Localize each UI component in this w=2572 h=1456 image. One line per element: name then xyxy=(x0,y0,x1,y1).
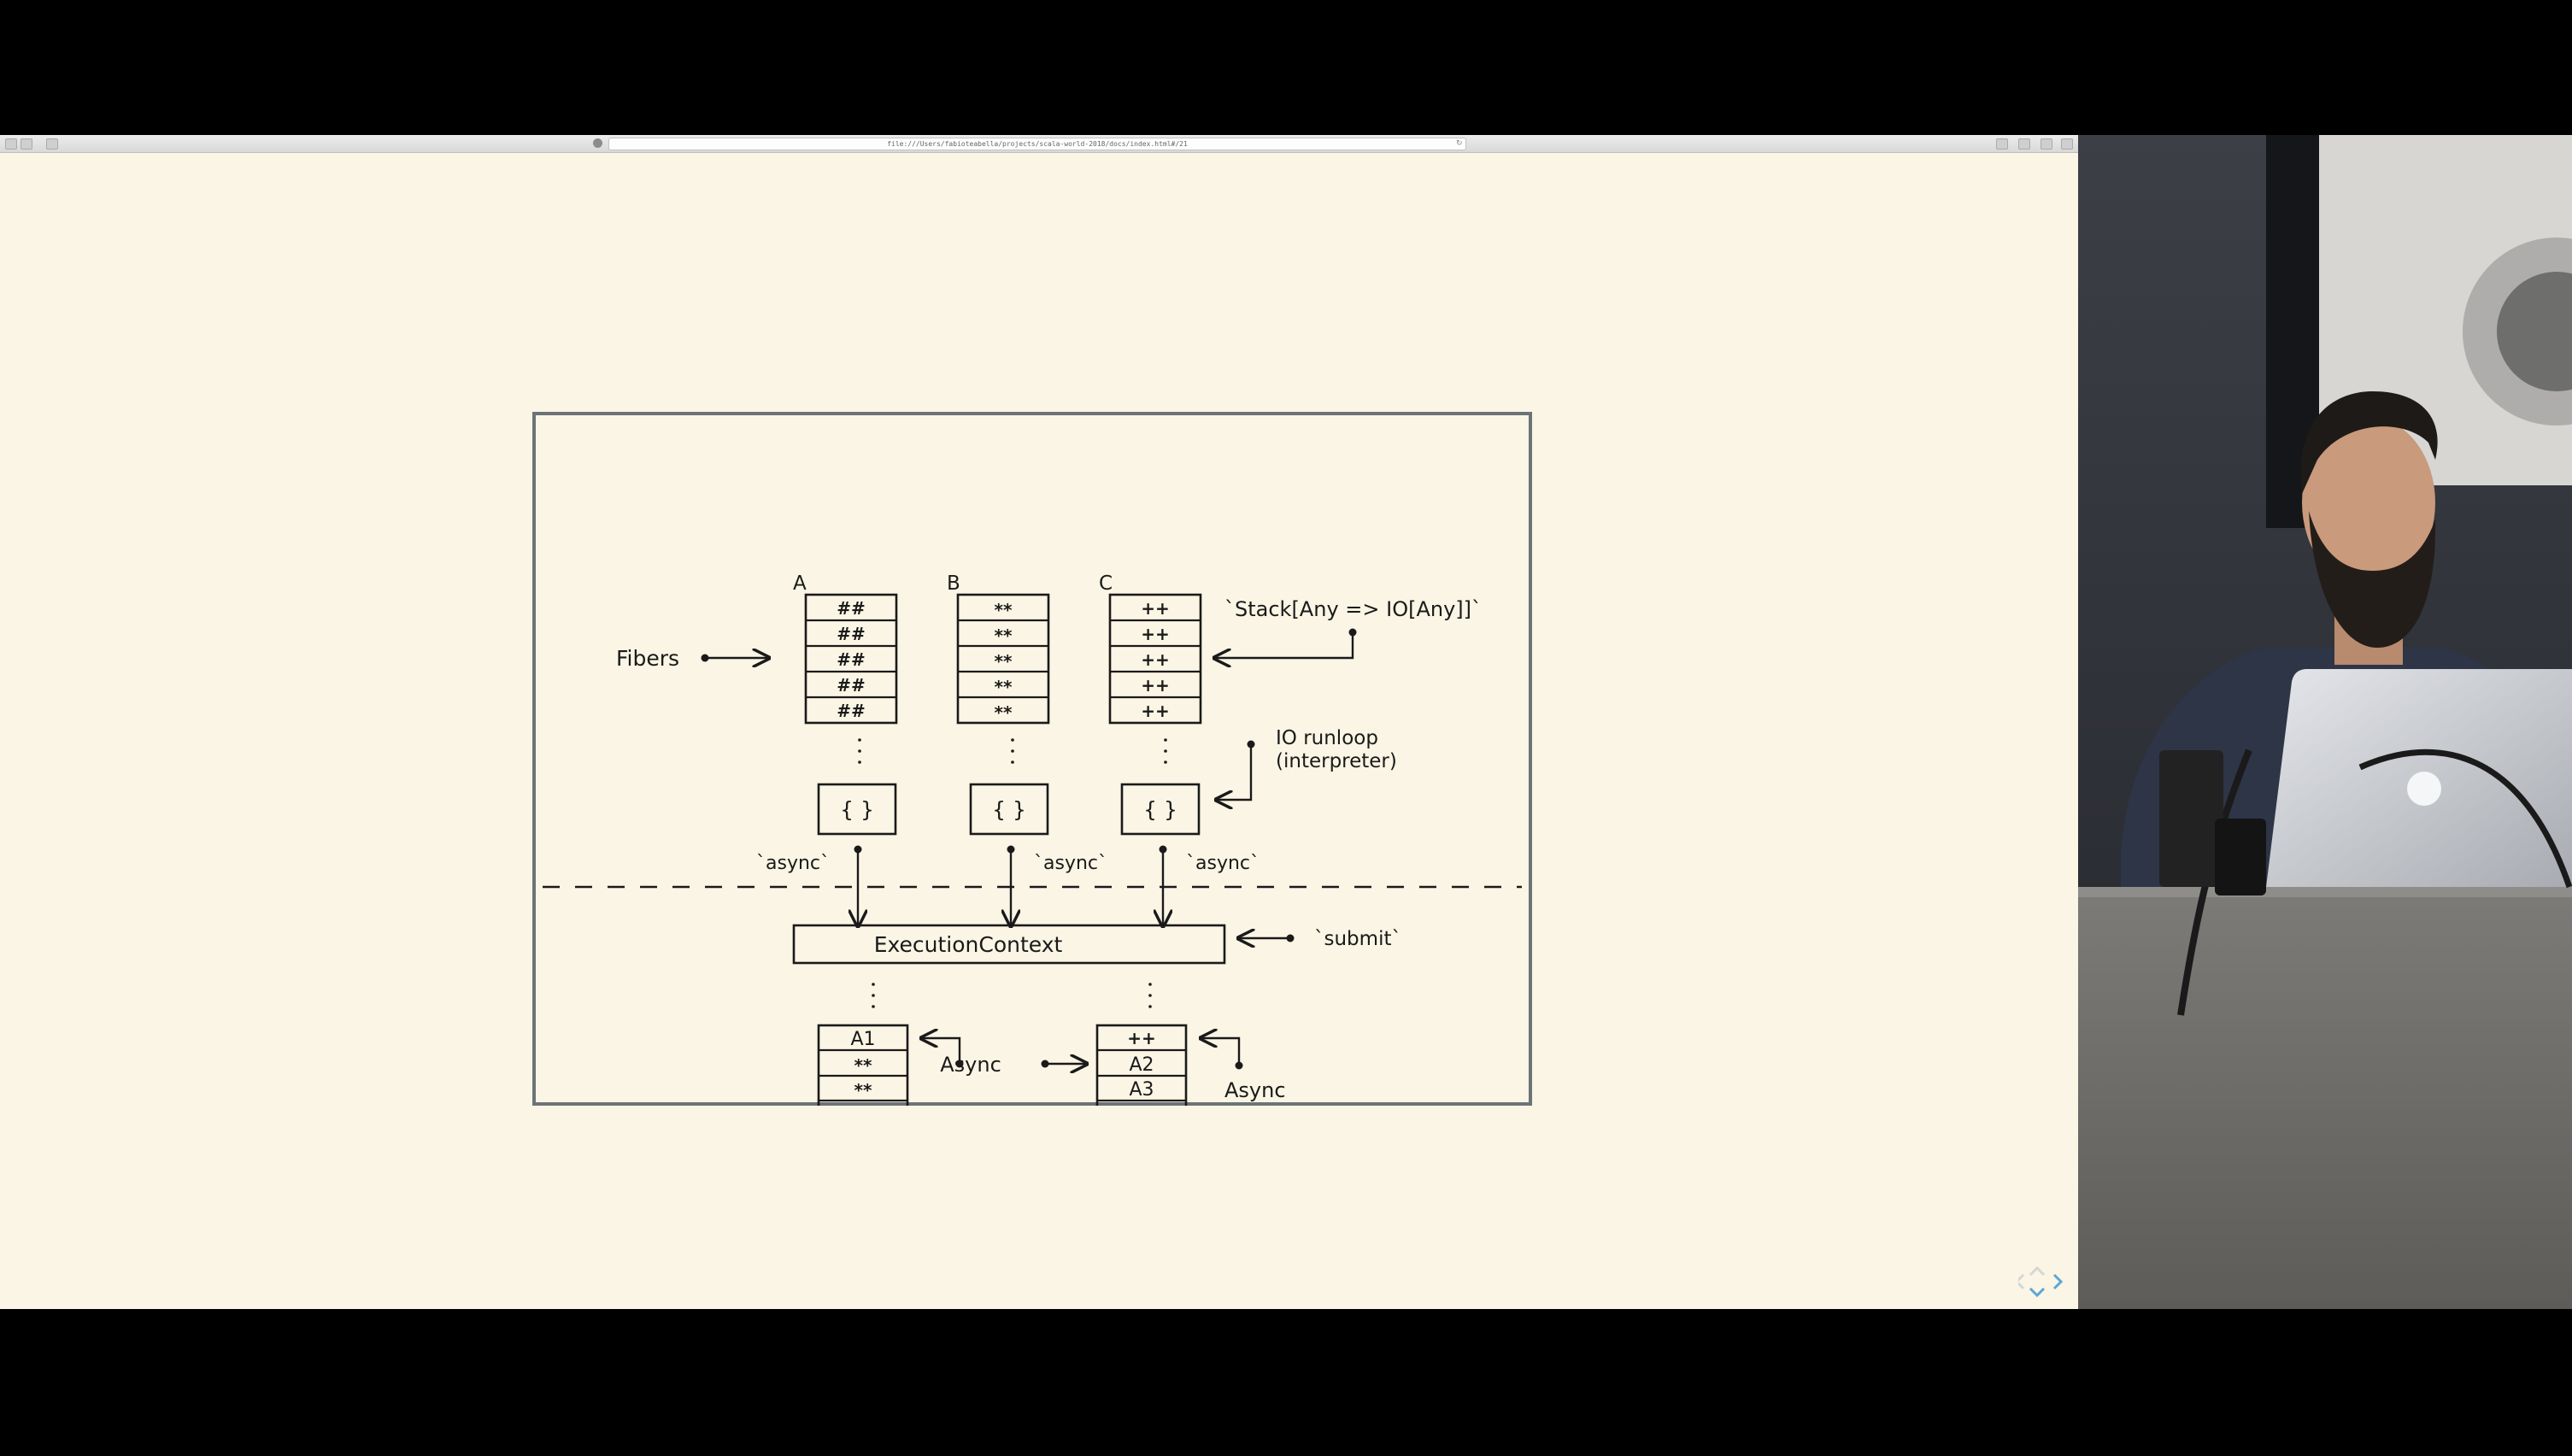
fiber-b-cell: ** xyxy=(995,702,1013,723)
fiber-label-a: A xyxy=(793,572,807,595)
gooseneck-light xyxy=(2358,749,2572,889)
fiber-b-cell: ** xyxy=(995,677,1013,697)
browser-toolbar: file:///Users/fabioteabella/projects/sca… xyxy=(0,135,2078,153)
fibers-diagram: A B C Fibers ## ## ## ## xyxy=(532,412,1532,1106)
reload-icon[interactable]: ↻ xyxy=(1456,139,1463,148)
nav-up-icon[interactable] xyxy=(2029,1265,2046,1277)
fiber-b-cell: ** xyxy=(995,651,1013,672)
fiber-b-cell: ** xyxy=(995,625,1013,646)
fiber-a-cell: ## xyxy=(837,675,866,696)
async-between-label: Async xyxy=(940,1053,1001,1077)
speaker-beard xyxy=(2309,511,2436,648)
thread-continuation-dots xyxy=(872,983,1152,1008)
fiber-a-cell: ## xyxy=(837,649,866,670)
fibers-label: Fibers xyxy=(616,646,679,671)
nav-left-icon[interactable] xyxy=(2018,1273,2025,1290)
slide-frame xyxy=(532,412,1532,1106)
camera-on-podium xyxy=(2215,819,2266,895)
thread-stack-2: ++ A2 A3 A4 ++ xyxy=(1095,1024,1188,1106)
thread-2-cell: A3 xyxy=(1129,1079,1154,1101)
thread-2-cell: A4 xyxy=(1129,1105,1154,1106)
sidebar-button[interactable] xyxy=(46,138,58,150)
laptop-logo-icon xyxy=(2407,772,2441,806)
fiber-a-cell: ## xyxy=(837,624,866,644)
fiber-stack-b: ** ** ** ** ** xyxy=(956,593,1050,725)
runloop-box-a-label: { } xyxy=(840,797,874,822)
runloop-box-b xyxy=(969,783,1049,836)
thread-1-cell: A1 xyxy=(850,1029,875,1050)
runloop-box-b-label: { } xyxy=(992,797,1026,822)
fiber-c-cell: ++ xyxy=(1141,598,1170,619)
back-button[interactable] xyxy=(5,138,17,150)
submit-label: `submit` xyxy=(1314,928,1401,950)
thread-2-cell: A2 xyxy=(1129,1054,1154,1076)
fiber-a-cell: ## xyxy=(837,598,866,619)
slide-navigation xyxy=(2018,1265,2064,1298)
fiber-c-cell: ++ xyxy=(1141,649,1170,670)
execution-context-label: ExecutionContext xyxy=(874,932,1063,957)
address-bar[interactable]: file:///Users/fabioteabella/projects/sca… xyxy=(608,138,1466,150)
thread-stack-1: A1 ** ** ** ** xyxy=(817,1024,909,1106)
async-left-arrow xyxy=(921,1038,961,1064)
fiber-label-b: B xyxy=(947,572,960,595)
fiber-b-cell: ** xyxy=(995,600,1013,620)
share-button[interactable] xyxy=(2018,138,2030,150)
forward-button[interactable] xyxy=(21,138,32,150)
speaker-video xyxy=(2078,135,2572,1309)
runloop-box-c xyxy=(1120,783,1201,836)
runloop-box-a xyxy=(817,783,897,836)
async-label-b: `async` xyxy=(1034,853,1107,874)
speaker-scene xyxy=(2078,135,2572,1309)
settings-icon[interactable] xyxy=(1996,138,2008,150)
fiber-c-cell: ++ xyxy=(1141,675,1170,696)
runloop-label-line2: (interpreter) xyxy=(1276,750,1397,772)
runloop-label-line1: IO runloop xyxy=(1276,727,1378,749)
fiber-c-cell: ++ xyxy=(1141,701,1170,721)
device-on-podium xyxy=(2159,750,2223,887)
runloop-arrow xyxy=(1216,744,1253,800)
nav-right-icon[interactable] xyxy=(2052,1273,2064,1290)
async-label-c: `async` xyxy=(1186,853,1260,874)
stack-continuation-dots xyxy=(858,738,1167,764)
runloop-box-c-label: { } xyxy=(1143,797,1177,822)
fiber-c-cell: ++ xyxy=(1141,624,1170,644)
fiber-stack-a: ## ## ## ## ## xyxy=(804,593,898,725)
browser-window: file:///Users/fabioteabella/projects/sca… xyxy=(0,135,2078,1309)
thread-2-cell: ++ xyxy=(1127,1028,1156,1048)
podium xyxy=(2078,887,2572,1309)
privacy-icon[interactable] xyxy=(593,138,602,148)
speaker-head xyxy=(2302,417,2435,588)
thread-1-cell: ** xyxy=(854,1080,872,1101)
execution-context-box xyxy=(792,924,1226,965)
new-tab-button[interactable] xyxy=(2061,138,2073,150)
stack-arrow xyxy=(1214,632,1354,658)
diagram-svg: A B C Fibers ## ## ## ## xyxy=(532,412,1532,1106)
async-top-arrow xyxy=(1201,1038,1241,1066)
async-self-label: Async xyxy=(1224,1078,1286,1102)
stack-type-label: `Stack[Any => IO[Any]]` xyxy=(1224,597,1482,621)
async-label-a: `async` xyxy=(756,853,830,874)
tabs-button[interactable] xyxy=(2041,138,2052,150)
thread-1-cell: ** xyxy=(854,1055,872,1076)
fiber-a-cell: ## xyxy=(837,701,866,721)
fiber-stack-c: ++ ++ ++ ++ ++ xyxy=(1108,593,1202,725)
nav-down-icon[interactable] xyxy=(2029,1287,2046,1298)
fiber-label-c: C xyxy=(1099,572,1113,595)
